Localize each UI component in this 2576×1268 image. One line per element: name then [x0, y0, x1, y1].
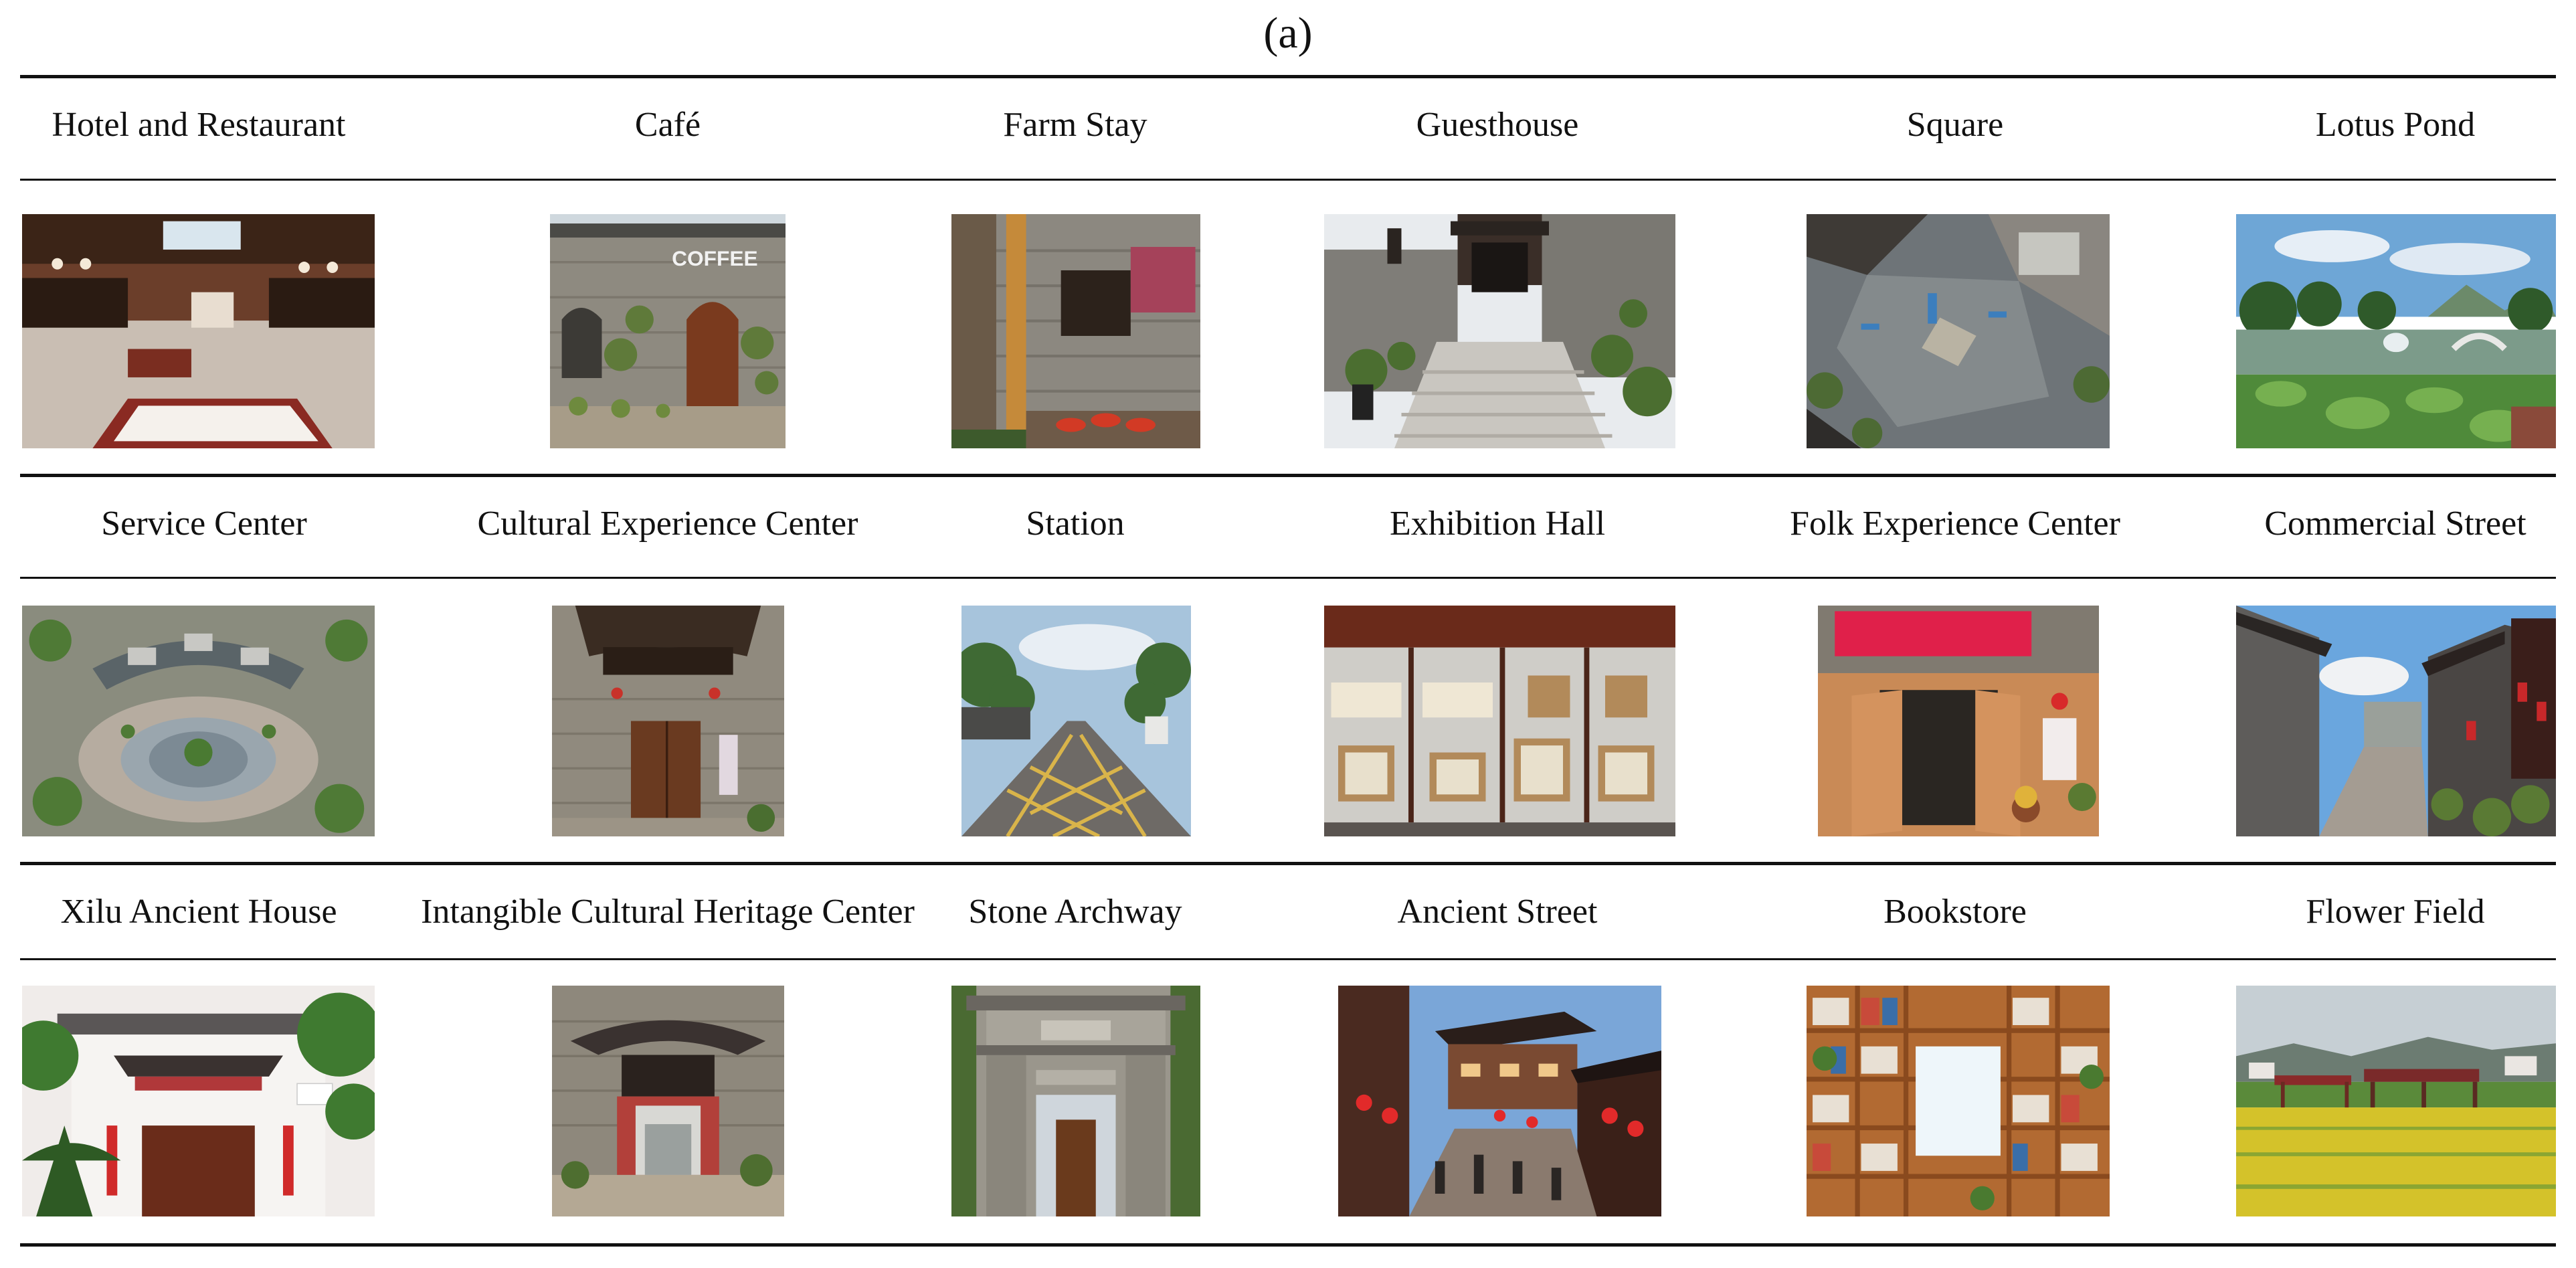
- label-flower-field: Flower Field: [2306, 893, 2485, 931]
- label-cultural-experience-center: Cultural Experience Center: [477, 505, 858, 543]
- label-ancient-street: Ancient Street: [1397, 893, 1598, 931]
- intangible-heritage-center-photo: [552, 986, 784, 1216]
- label-stone-archway: Stone Archway: [968, 893, 1182, 931]
- label-farm-stay: Farm Stay: [1003, 106, 1147, 144]
- farm-stay-photo: [951, 214, 1200, 448]
- row-2-header-rule: [20, 577, 2556, 579]
- exhibition-hall-photo: [1324, 606, 1675, 836]
- label-station: Station: [1026, 505, 1125, 543]
- row-1-header-rule: [20, 179, 2556, 181]
- stone-archway-photo: [951, 986, 1200, 1216]
- label-lotus-pond: Lotus Pond: [2315, 106, 2476, 144]
- coffee-sign: COFFEE: [672, 246, 757, 270]
- label-intangible-cultural-heritage-center: Intangible Cultural Heritage Center: [421, 893, 915, 931]
- guesthouse-photo: [1324, 214, 1675, 448]
- row-2-bottom-rule: [20, 862, 2556, 865]
- lotus-pond-photo: [2236, 214, 2556, 448]
- table-top-rule: [20, 75, 2556, 78]
- xilu-ancient-house-photo: [22, 986, 375, 1216]
- hotel-restaurant-photo: [22, 214, 375, 448]
- label-service-center: Service Center: [101, 505, 307, 543]
- label-folk-experience-center: Folk Experience Center: [1790, 505, 2120, 543]
- station-photo: [961, 606, 1191, 836]
- commercial-street-photo: [2236, 606, 2556, 836]
- cultural-experience-center-photo: [552, 606, 784, 836]
- label-cafe: Café: [634, 106, 701, 144]
- label-exhibition-hall: Exhibition Hall: [1389, 505, 1606, 543]
- row-1-bottom-rule: [20, 474, 2556, 477]
- ancient-street-photo: [1338, 986, 1661, 1216]
- label-bookstore: Bookstore: [1883, 893, 2027, 931]
- label-commercial-street: Commercial Street: [2264, 505, 2526, 543]
- panel-label: (a): [1263, 9, 1313, 58]
- label-guesthouse: Guesthouse: [1416, 106, 1579, 144]
- label-hotel-and-restaurant: Hotel and Restaurant: [52, 106, 346, 144]
- square-photo: [1807, 214, 2110, 448]
- label-xilu-ancient-house: Xilu Ancient House: [60, 893, 337, 931]
- service-center-photo: [22, 606, 375, 836]
- label-square: Square: [1906, 106, 2004, 144]
- flower-field-photo: [2236, 986, 2556, 1216]
- cafe-photo: COFFEE: [550, 214, 786, 448]
- row-3-header-rule: [20, 958, 2556, 960]
- folk-experience-center-photo: [1818, 606, 2099, 836]
- bookstore-photo: [1807, 986, 2110, 1216]
- table-bottom-rule: [20, 1243, 2556, 1247]
